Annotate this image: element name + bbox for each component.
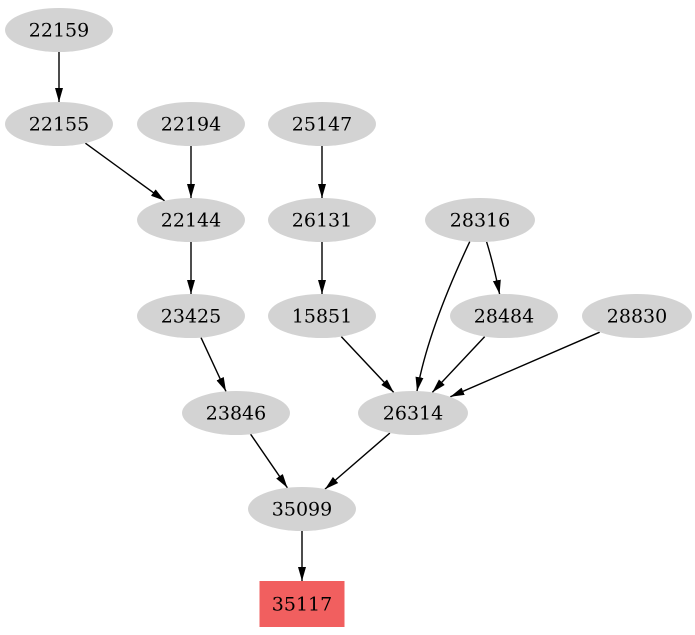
node-22155: 22155 — [5, 102, 113, 146]
node-23425: 23425 — [137, 294, 245, 338]
edge-22155-22144 — [84, 142, 166, 202]
node-ellipse-shape — [358, 391, 468, 435]
node-label: 23846 — [206, 402, 266, 424]
node-35099: 35099 — [248, 487, 356, 531]
node-label: 35099 — [272, 498, 332, 520]
node-ellipse-shape — [137, 198, 245, 242]
edge-28484-26314 — [431, 336, 486, 393]
node-ellipse-shape — [268, 102, 376, 146]
node-22144: 22144 — [137, 198, 245, 242]
node-label: 26131 — [292, 209, 352, 231]
node-ellipse-shape — [268, 198, 376, 242]
node-28484: 28484 — [450, 294, 558, 338]
node-label: 15851 — [292, 305, 352, 327]
node-label: 23425 — [161, 305, 221, 327]
node-ellipse-shape — [5, 8, 113, 52]
edge-15851-26314 — [340, 336, 395, 393]
node-ellipse-shape — [137, 102, 245, 146]
edge-28316-26314 — [415, 241, 471, 392]
edge-23425-23846 — [200, 337, 227, 392]
node-28830: 28830 — [582, 294, 692, 338]
node-box-shape — [259, 581, 345, 627]
edge-28316-28484 — [485, 241, 501, 295]
node-23846: 23846 — [182, 391, 290, 435]
node-28316: 28316 — [425, 198, 535, 242]
node-label: 28830 — [607, 305, 667, 327]
node-35117: 35117 — [259, 581, 345, 627]
node-15851: 15851 — [268, 294, 376, 338]
node-label: 22159 — [29, 19, 89, 41]
edge-23846-35099 — [250, 433, 288, 489]
node-ellipse-shape — [137, 294, 245, 338]
node-26131: 26131 — [268, 198, 376, 242]
node-ellipse-shape — [248, 487, 356, 531]
node-22194: 22194 — [137, 102, 245, 146]
node-label: 22144 — [161, 209, 221, 231]
node-26314: 26314 — [358, 391, 468, 435]
node-label: 22155 — [29, 113, 89, 135]
node-label: 28316 — [450, 209, 510, 231]
node-25147: 25147 — [268, 102, 376, 146]
node-label: 26314 — [383, 402, 443, 424]
node-label: 35117 — [272, 593, 332, 615]
node-ellipse-shape — [182, 391, 290, 435]
node-label: 25147 — [292, 113, 352, 135]
node-ellipse-shape — [450, 294, 558, 338]
node-22159: 22159 — [5, 8, 113, 52]
node-label: 28484 — [474, 305, 534, 327]
edge-26314-35099 — [324, 432, 391, 490]
node-ellipse-shape — [268, 294, 376, 338]
node-label: 22194 — [161, 113, 221, 135]
node-ellipse-shape — [5, 102, 113, 146]
node-ellipse-shape — [425, 198, 535, 242]
edge-28830-26314 — [450, 331, 600, 398]
node-ellipse-shape — [582, 294, 692, 338]
